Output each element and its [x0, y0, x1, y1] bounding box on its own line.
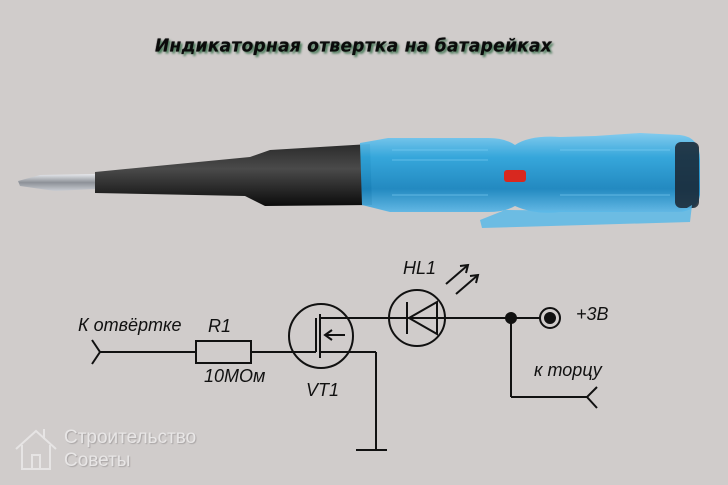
- screwdriver-tip: [18, 174, 95, 191]
- watermark-line1: Строительство: [64, 427, 197, 448]
- supply-terminal: [539, 307, 561, 329]
- end-terminal: [585, 386, 598, 409]
- watermark: Строительство Советы: [12, 425, 212, 475]
- screwdriver-shaft: [95, 144, 372, 206]
- house-icon: [15, 429, 57, 470]
- input-label: К отвёртке: [78, 315, 182, 335]
- resistor-name-label: R1: [208, 316, 232, 336]
- resistor-r1: [195, 340, 252, 364]
- transistor-vt1: [288, 303, 354, 369]
- supply-label: +3В: [576, 304, 609, 324]
- led-name-label: HL1: [403, 258, 437, 278]
- resistor-value-label: 10МОм: [204, 366, 266, 386]
- led-hl1: [388, 289, 446, 347]
- led-indicator: [504, 170, 526, 182]
- watermark-line2: Советы: [64, 450, 131, 471]
- screwdriver-handle: [360, 133, 700, 213]
- transistor-name-label: VT1: [306, 380, 340, 400]
- pocket-clip: [480, 205, 692, 228]
- end-contact-label: к торцу: [534, 360, 602, 380]
- input-terminal: [91, 339, 102, 365]
- page-title: Индикаторная отвертка на батарейках: [155, 35, 553, 57]
